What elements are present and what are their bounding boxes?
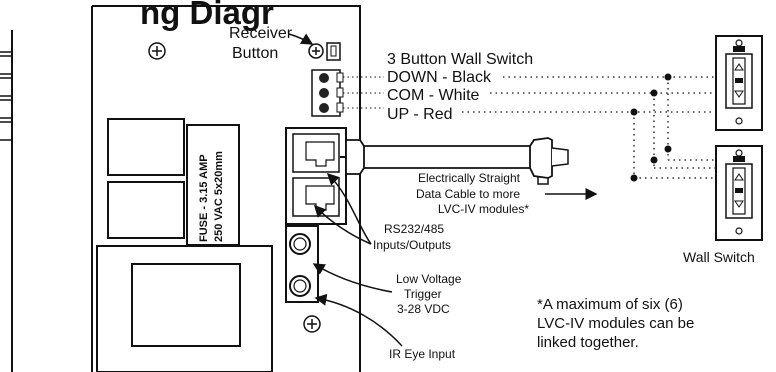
receiver-button — [326, 42, 341, 61]
cable-plug-right-tab — [551, 147, 569, 167]
cable-plug-right — [529, 137, 553, 179]
receiver-pointer — [288, 33, 314, 45]
fuse-label-line1: FUSE - 3.15 AMP — [198, 154, 210, 242]
low-voltage-label-line2: Trigger — [404, 287, 442, 301]
cable-plug-right-clip — [537, 176, 549, 185]
low-voltage-jack-inner — [293, 237, 307, 251]
ir-eye-pointer — [314, 293, 403, 347]
wire-junction-dots — [630, 73, 672, 182]
module-board — [91, 5, 361, 372]
relay-lower — [107, 181, 185, 239]
wire-label-up: UP - Red — [387, 106, 453, 123]
footnote-line2: LVC-IV modules can be — [537, 315, 694, 332]
wall-switch-heading: 3 Button Wall Switch — [387, 51, 533, 68]
wall-switch-lower — [715, 145, 763, 241]
rs232-label-line2: Inputs/Outputs — [373, 238, 451, 252]
transformer-core — [131, 263, 241, 347]
terminal-contacts — [336, 72, 344, 113]
fuse-holder — [186, 124, 240, 246]
data-cable-label-line3: LVC-IV modules* — [438, 202, 529, 216]
cable-plug-left — [345, 139, 365, 175]
rj-upper-slot — [305, 141, 335, 167]
dotted-wiring — [462, 76, 715, 179]
receiver-button-inner — [330, 45, 337, 57]
footnote-line1: *A maximum of six (6) — [537, 296, 683, 313]
data-cable-label-line2: Data Cable to more — [416, 187, 520, 201]
low-voltage-pointer — [312, 263, 393, 293]
ir-eye-jack-inner — [293, 279, 307, 293]
footnote-line3: linked together. — [537, 334, 639, 351]
wire-label-down: DOWN - Black — [387, 69, 492, 86]
terminal-wire-leads — [343, 76, 384, 109]
relay-upper — [107, 118, 185, 176]
rs232-pointer-lower — [313, 204, 372, 245]
wall-switch-label: Wall Switch — [683, 249, 755, 265]
terminal-screw-icon — [319, 73, 329, 113]
receiver-button-screw-icon — [308, 43, 324, 59]
receiver-label-line1: Receiver — [229, 25, 293, 42]
receiver-label-line2: Button — [232, 45, 278, 62]
cable-body — [364, 145, 530, 169]
wall-switch-upper — [715, 35, 763, 131]
fuse-label-line2: 250 VAC 5x20mm — [213, 151, 225, 242]
transformer — [96, 245, 273, 372]
data-cable-label-line1: Electrically Straight — [418, 171, 521, 185]
ir-eye-label: IR Eye Input — [389, 347, 456, 361]
low-voltage-label-line3: 3-28 VDC — [397, 302, 450, 316]
mounting-screw-top-icon — [148, 42, 166, 60]
low-voltage-label-line1: Low Voltage — [396, 272, 462, 286]
wire-label-com: COM - White — [387, 87, 480, 104]
left-connector-pins — [0, 51, 12, 141]
rs232-pointer-upper — [326, 172, 372, 245]
mounting-screw-bottom-icon — [303, 315, 321, 333]
rs232-label-line1: RS232/485 — [384, 222, 444, 236]
